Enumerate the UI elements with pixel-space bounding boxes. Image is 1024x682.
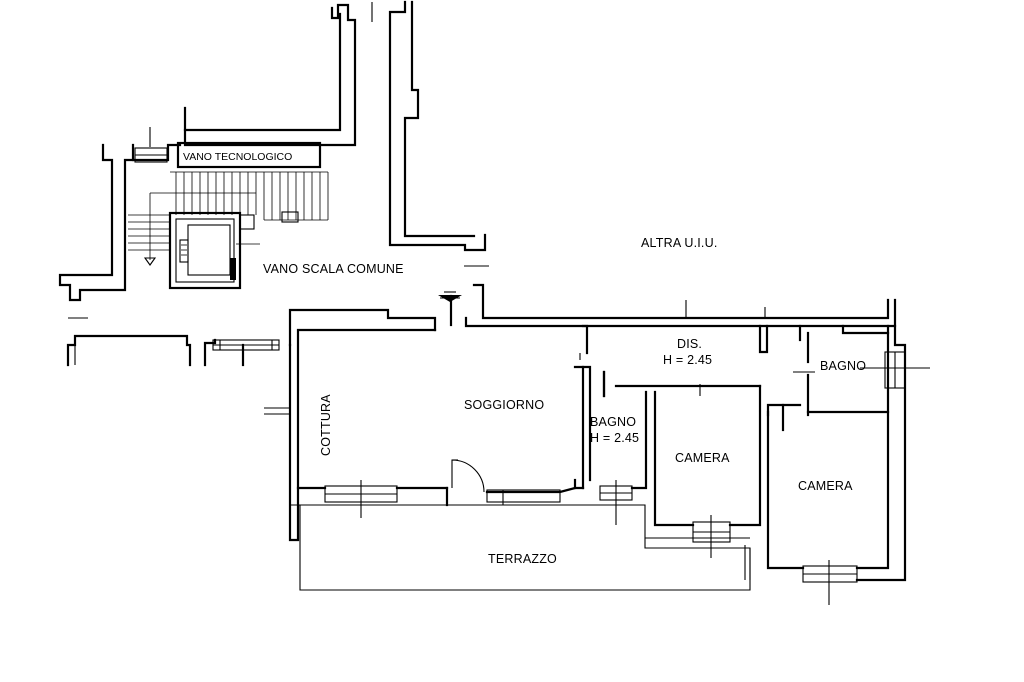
label-cottura: COTTURA bbox=[319, 394, 333, 456]
label-camera-right: CAMERA bbox=[798, 479, 853, 493]
label-dis: DIS. bbox=[677, 337, 702, 351]
label-camera-mid: CAMERA bbox=[675, 451, 730, 465]
windows bbox=[264, 351, 930, 605]
label-bagno-small: BAGNO bbox=[590, 415, 636, 429]
label-altra-uiu: ALTRA U.I.U. bbox=[641, 236, 718, 250]
label-vano-scala: VANO SCALA COMUNE bbox=[263, 262, 404, 276]
label-dis-height: H = 2.45 bbox=[663, 353, 712, 367]
label-bagno-right: BAGNO bbox=[820, 359, 866, 373]
entrance-arrow-icon bbox=[438, 291, 462, 302]
label-soggiorno: SOGGIORNO bbox=[464, 398, 544, 412]
label-vano-tecnologico: VANO TECNOLOGICO bbox=[183, 151, 292, 163]
doors bbox=[451, 353, 606, 493]
label-terrazzo: TERRAZZO bbox=[488, 552, 557, 566]
apartment-walls bbox=[288, 283, 907, 591]
stair-block bbox=[58, 127, 329, 302]
label-bagno-small-height: H = 2.45 bbox=[590, 431, 639, 445]
lower-left-walls bbox=[66, 317, 280, 367]
upper-corridor-walls bbox=[183, 0, 489, 267]
